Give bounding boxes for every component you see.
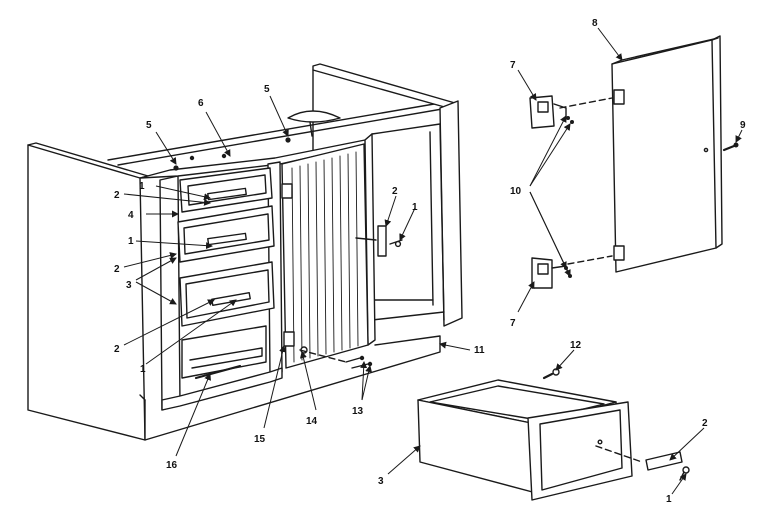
callout-10: 10 — [510, 186, 522, 197]
callout-14: 14 — [306, 416, 318, 427]
door-pull-handle — [377, 225, 387, 257]
callout-2: 2 — [702, 418, 708, 429]
callout-4: 4 — [128, 210, 134, 221]
drawer-front-lower — [179, 261, 275, 327]
hinge-upper — [529, 95, 567, 129]
callout-9: 9 — [740, 120, 746, 131]
cabinet-left-side-panel — [27, 144, 146, 441]
callout-2: 2 — [114, 264, 120, 275]
callout-13: 13 — [352, 406, 364, 417]
drawer-guide-rail — [189, 347, 263, 369]
callout-15: 15 — [254, 434, 266, 445]
screw-9 — [722, 144, 736, 152]
cabinet-assembly — [27, 63, 463, 441]
exploded-drawer-pull-screw — [682, 466, 690, 474]
callout-3: 3 — [378, 476, 384, 487]
drawer-front-middle — [177, 205, 275, 263]
callout-1: 1 — [139, 181, 145, 192]
lower-drawer-opening — [181, 325, 267, 379]
callout-2: 2 — [392, 186, 398, 197]
callout-1: 1 — [412, 202, 418, 213]
drawer-guide-12 — [542, 372, 554, 380]
drawer-front-top — [179, 167, 273, 213]
top-screws — [173, 137, 291, 171]
door-hinge-upper — [281, 183, 293, 199]
cabinet-door — [281, 143, 369, 369]
exploded-drawer-front — [527, 401, 633, 501]
callout-8: 8 — [592, 18, 598, 29]
door-hinge-lower — [283, 331, 295, 347]
drawer-exploded-view — [417, 368, 690, 501]
exploded-door-hinge-mount-lower — [613, 245, 625, 261]
callout-1: 1 — [140, 364, 146, 375]
hinge-lower — [531, 257, 569, 289]
callout-12: 12 — [570, 340, 582, 351]
door-exploded-view — [529, 35, 739, 289]
callout-5: 5 — [264, 84, 270, 95]
exploded-door-hinge-mount-upper — [613, 89, 625, 105]
face-frame-bottom-rail — [161, 367, 283, 411]
face-frame-left-stile — [159, 175, 181, 411]
cabinet-right-rear-upright — [312, 63, 456, 109]
callout-7: 7 — [510, 60, 516, 71]
callout-1: 1 — [666, 494, 672, 505]
leader-lines — [123, 27, 743, 495]
exploded-drawer-pull — [645, 451, 683, 471]
top-swivel-pad — [287, 110, 341, 123]
callout-3: 3 — [126, 280, 132, 291]
callout-1: 1 — [128, 236, 134, 247]
callout-7: 7 — [510, 318, 516, 329]
exploded-door-panel — [611, 39, 717, 273]
callout-2: 2 — [114, 344, 120, 355]
callout-6: 6 — [198, 98, 204, 109]
callout-5: 5 — [146, 120, 152, 131]
cabinet-back-top-rail — [107, 102, 441, 161]
callout-11: 11 — [474, 345, 485, 356]
callout-2: 2 — [114, 190, 120, 201]
callout-labels: 1 1 1 1 1 2 2 2 2 2 3 3 4 5 5 6 7 7 8 9 … — [114, 18, 746, 505]
callout-16: 16 — [166, 460, 178, 471]
